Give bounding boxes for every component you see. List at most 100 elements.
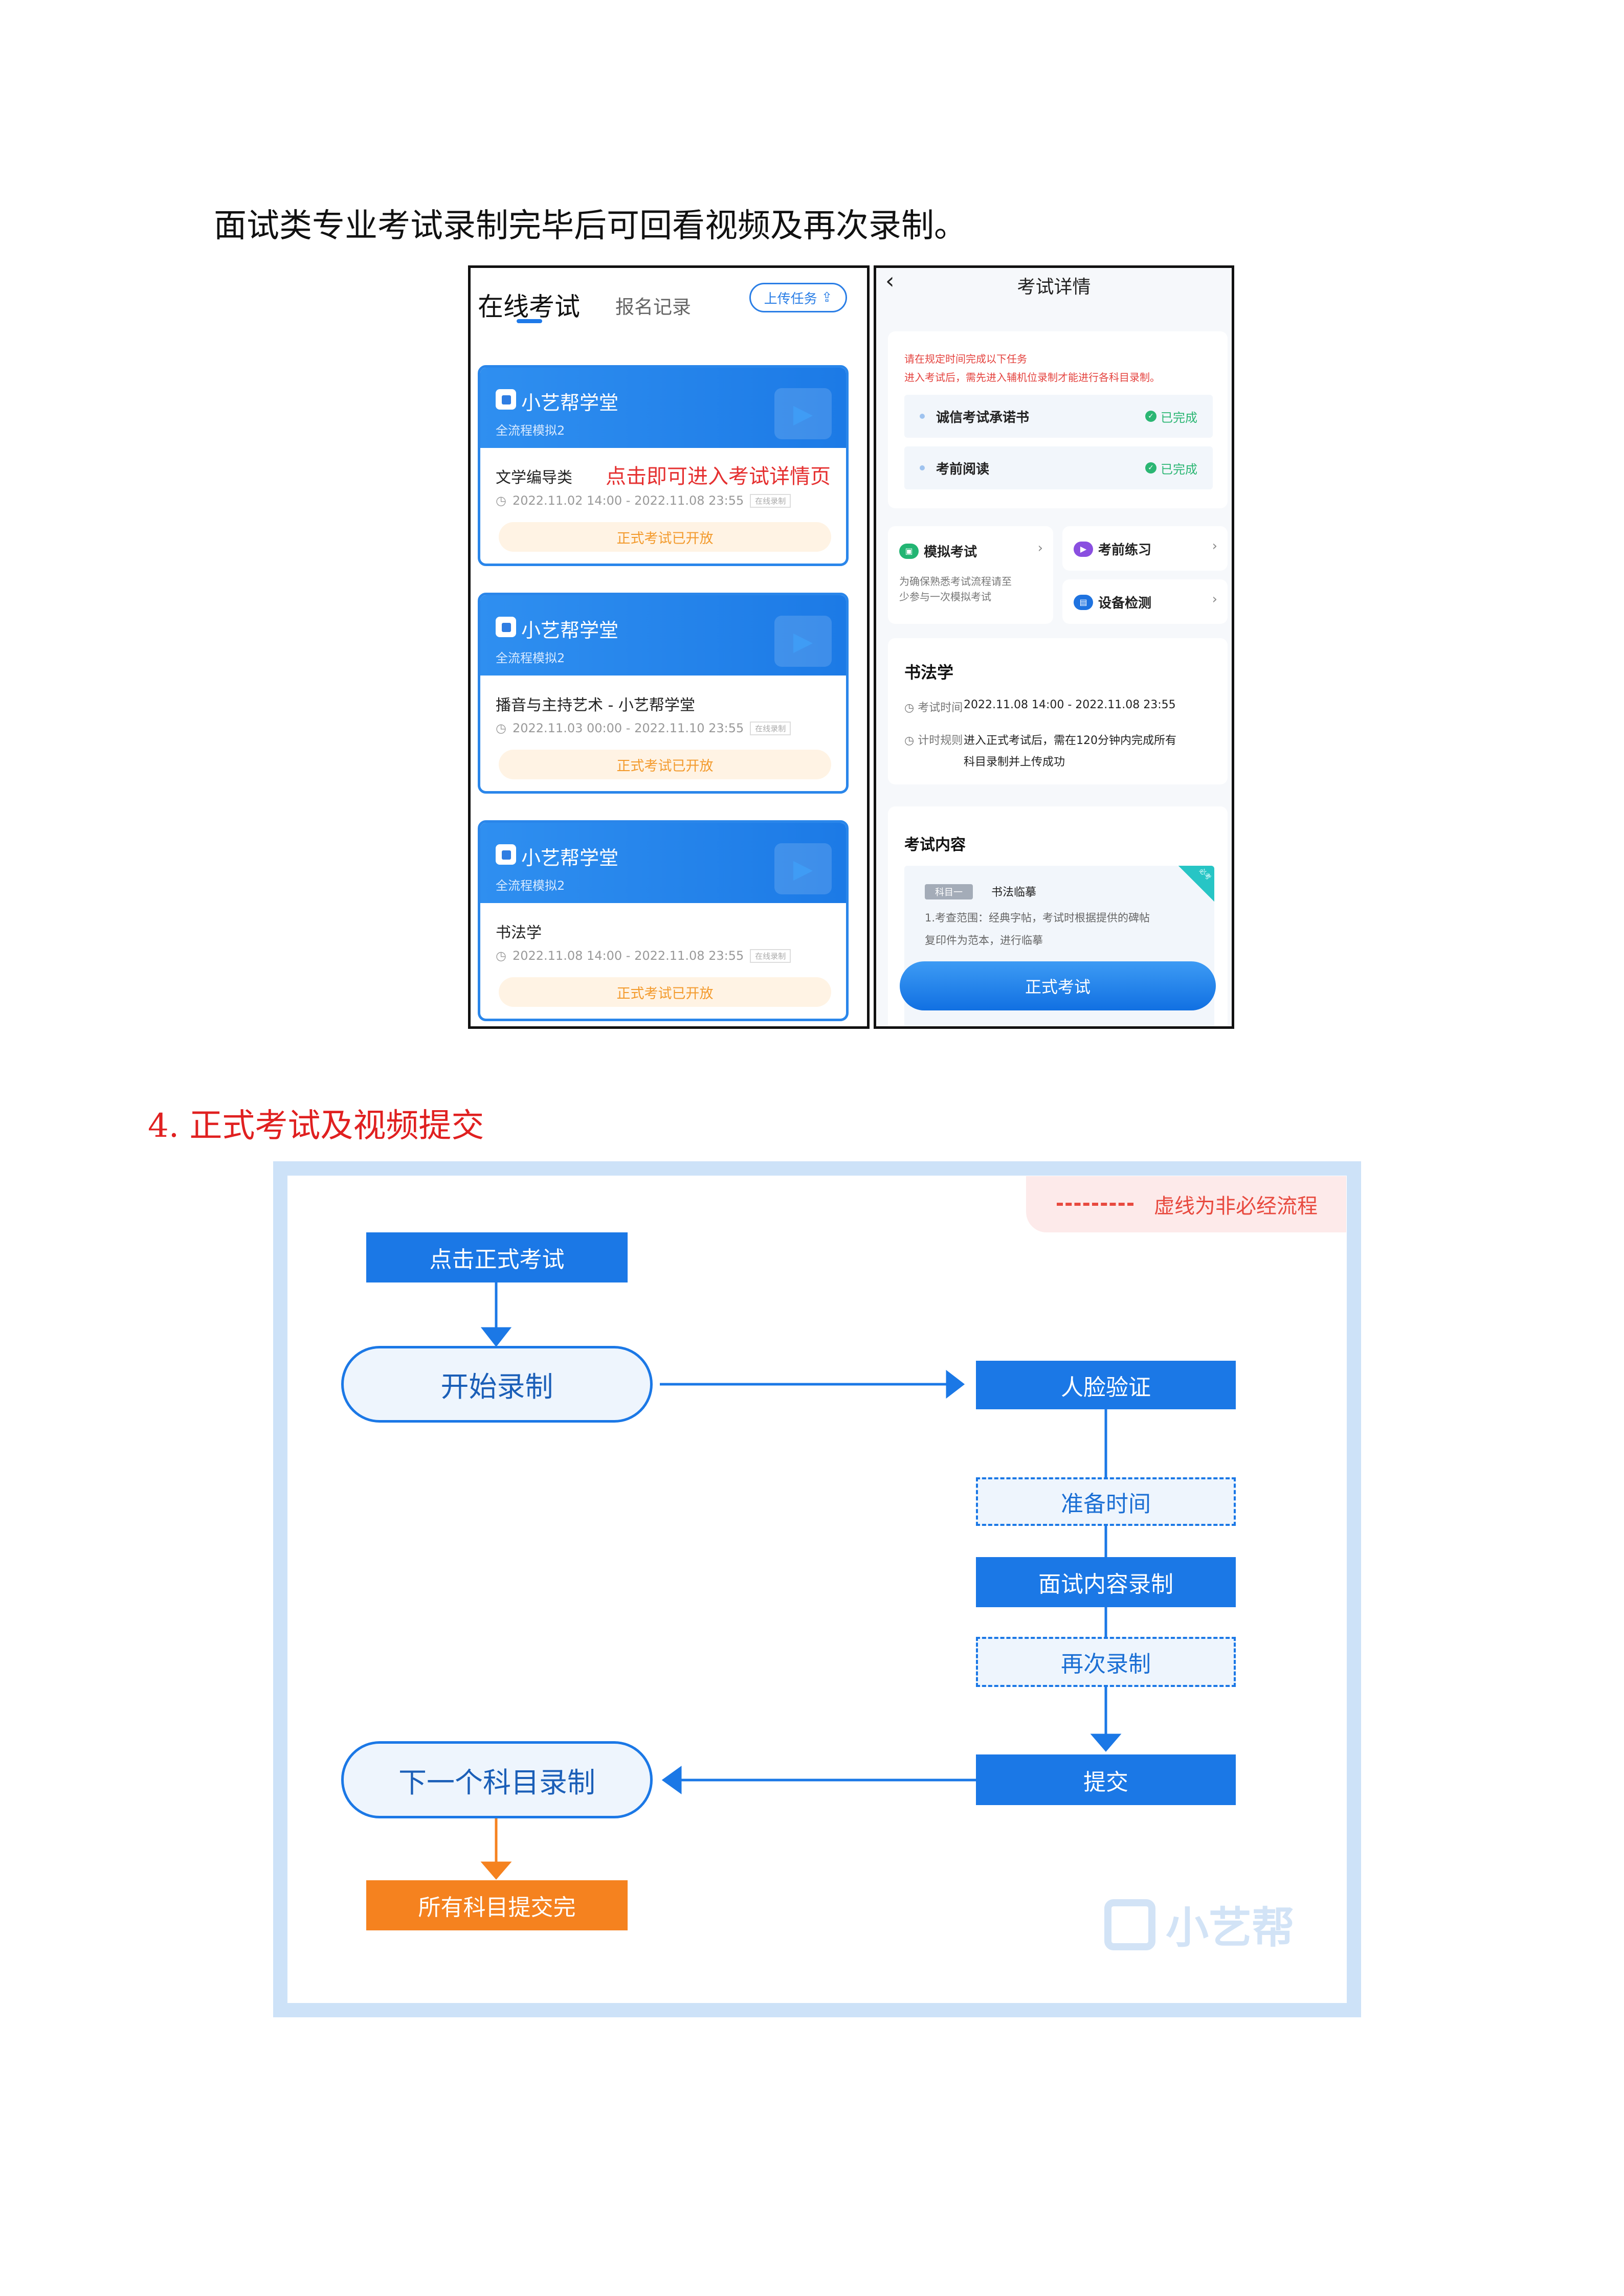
time-row: ◷ 考试时间 bbox=[904, 699, 963, 715]
time-value: 2022.11.08 14:00 - 2022.11.08 23:55 bbox=[964, 699, 1176, 711]
chevron-right-icon: › bbox=[1037, 541, 1043, 556]
card-brand: 小艺帮学堂 bbox=[521, 847, 619, 869]
mock-desc: 少参与一次模拟考试 bbox=[899, 591, 991, 603]
card-header: 小艺帮学堂 全流程模拟2 ▶ bbox=[480, 823, 846, 903]
device-check-card[interactable]: ▤设备检测 › bbox=[1062, 579, 1228, 624]
arrow-head bbox=[661, 1766, 682, 1794]
card-header: 小艺帮学堂 全流程模拟2 ▶ bbox=[480, 368, 846, 448]
tab-online-exam[interactable]: 在线考试 bbox=[478, 292, 580, 322]
step-record: 面试内容录制 bbox=[976, 1557, 1236, 1607]
clock-icon: ◷ bbox=[496, 949, 506, 963]
arrow-head bbox=[946, 1369, 965, 1399]
bullet-icon bbox=[920, 414, 925, 419]
chevron-right-icon: › bbox=[1212, 592, 1217, 607]
exam-open-button[interactable]: 正式考试已开放 bbox=[499, 977, 831, 1007]
task-status: ✓ 已完成 bbox=[1145, 408, 1197, 425]
exam-card[interactable]: 小艺帮学堂 全流程模拟2 ▶ 书法学 ◷ 2022.11.08 14:00 - 2… bbox=[478, 820, 849, 1021]
time-label: 考试时间 bbox=[918, 702, 963, 714]
detail-title: 考试详情 bbox=[1017, 277, 1091, 298]
watermark-icon bbox=[1104, 1899, 1155, 1950]
step-face-verify: 人脸验证 bbox=[976, 1361, 1236, 1409]
task-status: ✓已完成 bbox=[1145, 459, 1197, 477]
arrow-head bbox=[480, 1861, 512, 1880]
card-brand: 小艺帮学堂 bbox=[521, 392, 619, 414]
rule-row: ◷ 计时规则 bbox=[904, 731, 963, 748]
intro-text: 面试类专业考试录制完毕后可回看视频及再次录制。 bbox=[214, 207, 967, 245]
card-date: 2022.11.02 14:00 - 2022.11.08 23:55 bbox=[512, 493, 744, 508]
card-tag: 在线录制 bbox=[750, 949, 791, 963]
required-corner: 必考 bbox=[1178, 866, 1214, 902]
brand-logo-icon bbox=[496, 844, 516, 865]
chevron-right-icon: › bbox=[1212, 538, 1217, 554]
content-line: 复印件为范本，进行临摹 bbox=[925, 934, 1043, 947]
mock-exam-card[interactable]: ▣模拟考试 › 为确保熟悉考试流程请至 少参与一次模拟考试 bbox=[888, 526, 1053, 624]
step-next-subject: 下一个科目录制 bbox=[341, 1741, 653, 1818]
card-subtitle: 全流程模拟2 bbox=[496, 423, 565, 438]
tab-registration[interactable]: 报名记录 bbox=[615, 296, 691, 318]
back-icon[interactable]: ‹ bbox=[885, 268, 895, 294]
task-card: 请在规定时间完成以下任务 进入考试后，需先进入辅机位录制才能进行各科目录制。 诚… bbox=[888, 331, 1228, 508]
practice-card[interactable]: ▶ 考前练习 › bbox=[1062, 526, 1228, 571]
mock-desc: 为确保熟悉考试流程请至 bbox=[899, 575, 1012, 588]
watermark-text: 小艺帮 bbox=[1166, 1903, 1295, 1953]
content-title: 考试内容 bbox=[904, 836, 966, 854]
task-reading[interactable]: 考前阅读✓已完成 bbox=[904, 446, 1213, 489]
card-date: 2022.11.08 14:00 - 2022.11.08 23:55 bbox=[512, 949, 744, 963]
step-prep-time: 准备时间 bbox=[976, 1477, 1236, 1526]
subject-name: 书法临摹 bbox=[991, 886, 1037, 899]
section-heading: 4. 正式考试及视频提交 bbox=[148, 1107, 484, 1145]
step-start-record: 开始录制 bbox=[341, 1346, 653, 1423]
task-promise[interactable]: 诚信考试承诺书 ✓ 已完成 bbox=[904, 395, 1213, 438]
exam-list-screenshot: 在线考试 报名记录 上传任务⇪ 小艺帮学堂 全流程模拟2 ▶ 文学编导类 点击即… bbox=[468, 265, 870, 1029]
status-text: 已完成 bbox=[1161, 462, 1197, 477]
mock-exam-icon: ▣ bbox=[899, 543, 919, 559]
step-rerecord: 再次录制 bbox=[976, 1637, 1236, 1687]
card-exam-name: 文学编导类 bbox=[496, 469, 572, 487]
content-line: 1.考查范围：经典字帖，考试时根据提供的碑帖 bbox=[925, 912, 1150, 924]
bullet-icon bbox=[920, 465, 925, 470]
watermark-logo: 小艺帮 bbox=[1104, 1894, 1295, 1955]
annotation: 点击即可进入考试详情页 bbox=[606, 465, 831, 488]
formal-exam-button[interactable]: 正式考试 bbox=[900, 961, 1216, 1010]
clock-icon: ◷ bbox=[904, 734, 918, 747]
card-exam-name: 书法学 bbox=[496, 924, 542, 942]
subject-card: 书法学 ◷ 考试时间 2022.11.08 14:00 - 2022.11.08… bbox=[888, 638, 1228, 784]
card-date-row: ◷ 2022.11.08 14:00 - 2022.11.08 23:55 在线录制 bbox=[496, 949, 791, 963]
arrow-head bbox=[1090, 1734, 1122, 1752]
exam-detail-screenshot: ‹ 考试详情 请在规定时间完成以下任务 进入考试后，需先进入辅机位录制才能进行各… bbox=[874, 265, 1234, 1029]
clock-icon: ◷ bbox=[904, 702, 918, 714]
step-all-done: 所有科目提交完 bbox=[366, 1880, 628, 1930]
practice-label: 考前练习 bbox=[1098, 543, 1152, 558]
rule-value: 进入正式考试后，需在120分钟内完成所有 bbox=[964, 734, 1176, 747]
legend-text: 虚线为非必经流程 bbox=[1154, 1195, 1318, 1218]
play-icon: ▶ bbox=[774, 616, 832, 667]
practice-icon: ▶ bbox=[1074, 541, 1093, 557]
card-subtitle: 全流程模拟2 bbox=[496, 651, 565, 665]
check-icon: ✓ bbox=[1145, 411, 1156, 422]
status-text: 已完成 bbox=[1161, 410, 1197, 425]
active-tab-indicator bbox=[517, 319, 542, 323]
step-submit: 提交 bbox=[976, 1754, 1236, 1805]
dashed-line-sample bbox=[1057, 1203, 1133, 1206]
exam-card[interactable]: 小艺帮学堂 全流程模拟2 ▶ 播音与主持艺术 - 小艺帮学堂 ◷2022.11.… bbox=[478, 593, 849, 794]
card-subtitle: 全流程模拟2 bbox=[496, 879, 565, 893]
legend: 虚线为非必经流程 bbox=[1026, 1176, 1346, 1232]
card-date: 2022.11.03 00:00 - 2022.11.10 23:55 bbox=[512, 721, 744, 735]
exam-open-button[interactable]: 正式考试已开放 bbox=[499, 522, 831, 552]
card-header: 小艺帮学堂 全流程模拟2 ▶ bbox=[480, 595, 846, 676]
exam-open-button[interactable]: 正式考试已开放 bbox=[499, 750, 831, 779]
upload-task-button[interactable]: 上传任务⇪ bbox=[749, 283, 847, 312]
rule-value: 科目录制并上传成功 bbox=[964, 756, 1065, 769]
subject-badge: 科目一 bbox=[925, 884, 973, 899]
task-label: 诚信考试承诺书 bbox=[936, 410, 1030, 425]
card-tag: 在线录制 bbox=[750, 721, 791, 735]
arrow-head bbox=[480, 1327, 512, 1347]
brand-logo-icon bbox=[496, 617, 516, 637]
notice-line: 请在规定时间完成以下任务 bbox=[904, 353, 1027, 365]
device-label: 设备检测 bbox=[1098, 596, 1152, 611]
exam-card[interactable]: 小艺帮学堂 全流程模拟2 ▶ 文学编导类 点击即可进入考试详情页 ◷2022.1… bbox=[478, 365, 849, 566]
card-tag: 在线录制 bbox=[750, 493, 791, 508]
